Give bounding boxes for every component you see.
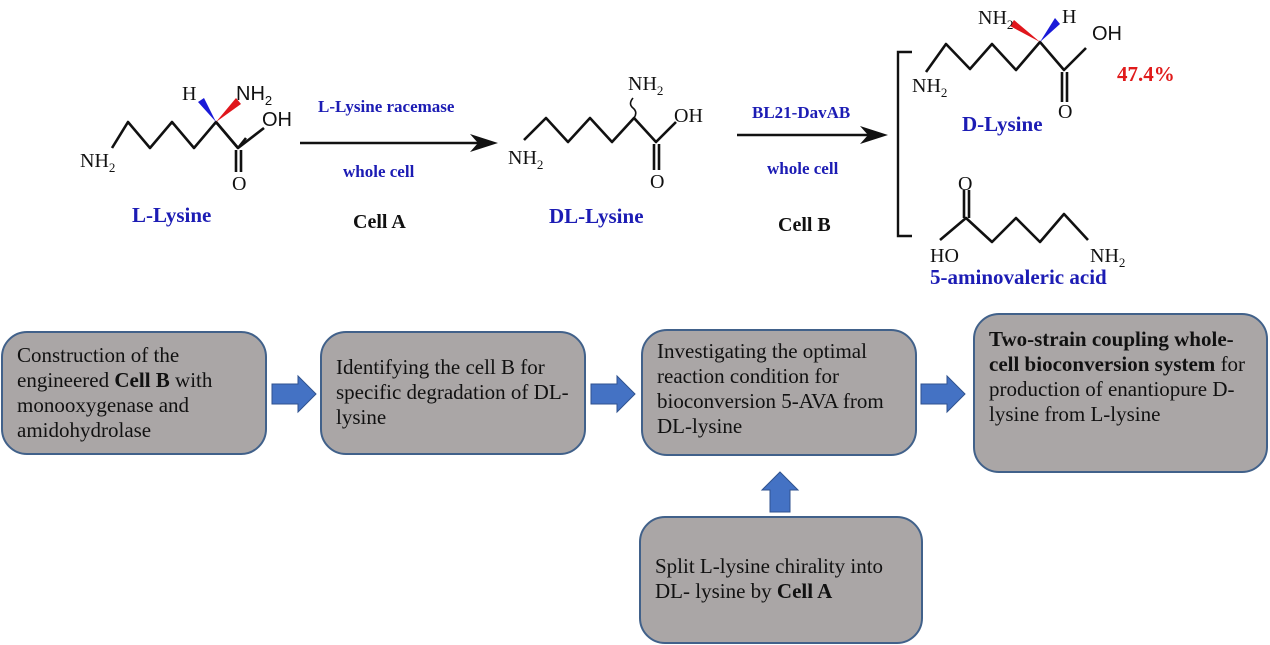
svg-text:NH2: NH2: [978, 7, 1013, 32]
atom-h: H: [182, 83, 196, 105]
5-ava-structure: O HO NH2 5-aminovaleric acid: [930, 173, 1125, 289]
svg-text:HO: HO: [930, 245, 959, 267]
reaction-arrow-2: BL21-DavAB whole cell Cell B: [737, 103, 888, 236]
step2-cell: Cell B: [778, 214, 831, 236]
svg-text:O: O: [650, 171, 664, 193]
reaction-scheme: H NH2 OH O NH2 L-Lysine L-Lysine racemas…: [80, 6, 1175, 289]
d-lysine-structure: NH2 H OH O NH2 D-Lysine 47.4%: [912, 6, 1175, 136]
l-lysine-structure: H NH2 OH O NH2 L-Lysine: [80, 83, 292, 227]
svg-text:NH2: NH2: [236, 83, 272, 108]
svg-text:NH2: NH2: [628, 73, 663, 98]
5-ava-label: 5-aminovaleric acid: [930, 265, 1107, 289]
flow-step-optimize-conditions: Investigating the optimal reaction condi…: [641, 329, 917, 456]
flow-step-construct-cell-b: Construction of the engineered Cell B wi…: [1, 331, 267, 455]
flow-step-split-chirality: Split L-lysine chirality into DL- lysine…: [639, 516, 923, 644]
wedge-red-icon: [1010, 20, 1040, 42]
flow-arrow-up: [760, 471, 800, 513]
flow-arrow-3: [920, 374, 966, 414]
wedge-red-icon: [216, 98, 241, 122]
dl-lysine-label: DL-Lysine: [549, 204, 644, 228]
arrow-head-icon: [470, 134, 498, 152]
d-lysine-label: D-Lysine: [962, 112, 1043, 136]
svg-text:NH2: NH2: [1090, 245, 1125, 270]
product-bracket: [896, 50, 912, 238]
svg-text:O: O: [1058, 101, 1072, 123]
svg-text:NH2: NH2: [80, 150, 115, 175]
flow-arrow-2: [590, 374, 636, 414]
atom-oh: OH: [262, 109, 292, 131]
d-lysine-yield: 47.4%: [1117, 62, 1175, 86]
svg-text:OH: OH: [1092, 23, 1122, 45]
wavy-bond-icon: [629, 97, 637, 119]
dl-lysine-structure: NH2 OH O NH2 DL-Lysine: [508, 73, 703, 228]
cell-a-highlight: Cell A: [776, 579, 833, 603]
flow-arrow-1: [271, 374, 317, 414]
wedge-blue-icon: [198, 98, 216, 122]
flow-step-two-strain-system: Two-strain coupling whole-cell bioconver…: [973, 313, 1268, 473]
reaction-arrow-1: L-Lysine racemase whole cell Cell A: [300, 97, 498, 233]
step1-cell: Cell A: [353, 211, 406, 233]
svg-text:OH: OH: [674, 105, 703, 127]
step1-enzyme: L-Lysine racemase: [318, 97, 455, 116]
svg-text:NH2: NH2: [508, 147, 543, 172]
atom-o: O: [232, 173, 246, 195]
svg-text:H: H: [1062, 6, 1076, 28]
atom-nh2: NH: [236, 83, 265, 105]
step2-mode: whole cell: [767, 159, 839, 178]
wedge-blue-icon: [1040, 18, 1060, 42]
step1-mode: whole cell: [343, 162, 415, 181]
step2-enzyme: BL21-DavAB: [752, 103, 850, 122]
arrow-head-icon: [860, 126, 888, 144]
svg-text:NH2: NH2: [912, 75, 947, 100]
flow-step-identify-cell-b: Identifying the cell B for specific degr…: [320, 331, 586, 455]
atom-nh2-tail: NH: [80, 150, 109, 172]
l-lysine-label: L-Lysine: [132, 203, 211, 227]
cell-b-highlight: Cell B: [114, 368, 170, 392]
svg-text:O: O: [958, 173, 972, 195]
